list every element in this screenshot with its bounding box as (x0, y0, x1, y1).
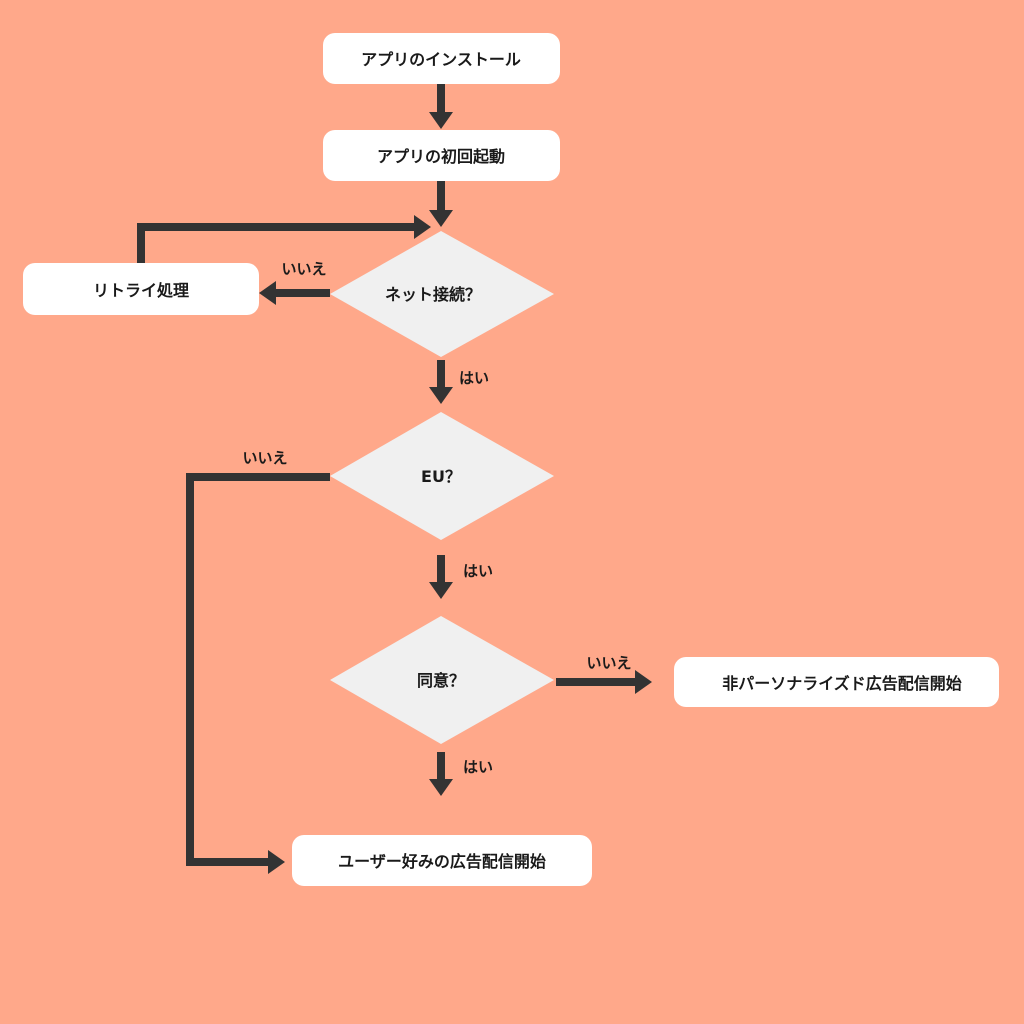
decision-eu-label: EU？ (421, 467, 461, 486)
node-install: アプリのインストール (323, 33, 560, 84)
node-first-launch: アプリの初回起動 (323, 130, 560, 181)
decision-net: ネット接続？ (330, 231, 554, 357)
arrow-install-to-launch (429, 84, 453, 129)
arrow-net-no-to-retry (259, 281, 330, 305)
label-net-yes: はい (459, 369, 489, 387)
node-non-personalized-label: 非パーソナライズド広告配信開始 (722, 674, 962, 693)
label-net-no: いいえ (281, 260, 326, 278)
node-personalized: ユーザー好みの広告配信開始 (292, 835, 592, 886)
node-retry: リトライ処理 (23, 263, 259, 315)
node-non-personalized: 非パーソナライズド広告配信開始 (674, 657, 999, 707)
decision-consent: 同意？ (330, 616, 554, 744)
node-first-launch-label: アプリの初回起動 (377, 147, 505, 166)
arrow-eu-yes-to-consent (429, 555, 453, 599)
label-eu-no: いいえ (242, 449, 287, 467)
label-consent-no: いいえ (586, 654, 631, 672)
arrow-consent-yes-to-personalized (429, 752, 453, 796)
decision-consent-label: 同意？ (417, 671, 465, 690)
label-consent-yes: はい (463, 758, 493, 776)
label-eu-yes: はい (463, 562, 493, 580)
decision-net-label: ネット接続？ (385, 285, 481, 304)
node-install-label: アプリのインストール (361, 50, 521, 69)
decision-eu: EU？ (330, 412, 554, 540)
node-retry-label: リトライ処理 (93, 281, 189, 300)
arrow-eu-no-to-personalized (186, 473, 330, 874)
arrow-retry-loop (137, 215, 431, 263)
arrow-launch-to-net (429, 181, 453, 227)
node-personalized-label: ユーザー好みの広告配信開始 (338, 852, 546, 871)
arrow-consent-no-to-nonpersonalized (556, 670, 652, 694)
arrow-net-yes-to-eu (429, 360, 453, 404)
